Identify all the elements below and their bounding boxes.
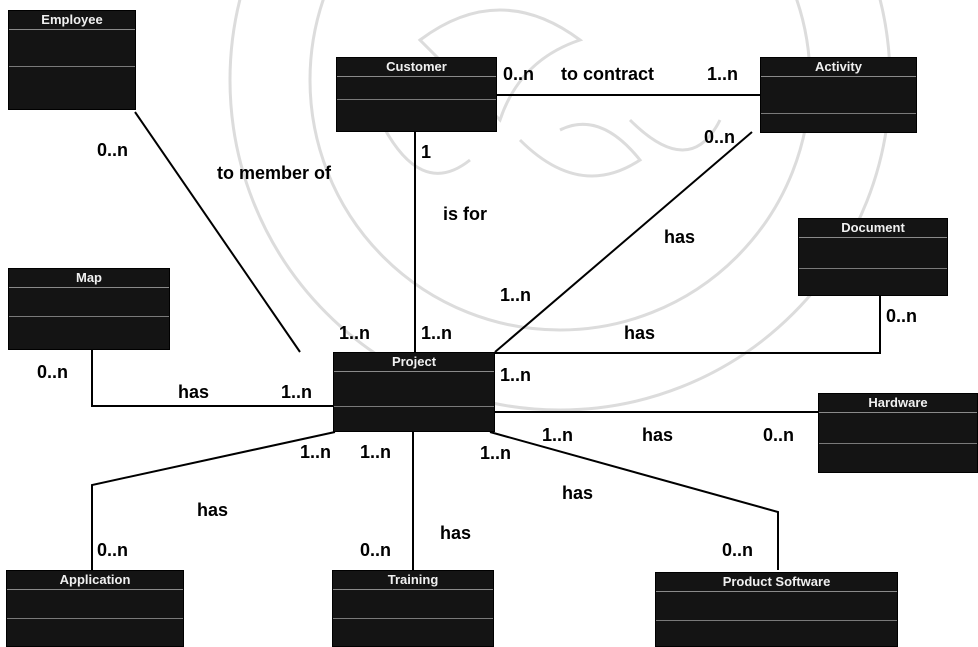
map-multiplicity: 0..n [37,362,68,382]
project-training-multiplicity: 1..n [360,442,391,462]
project-hardware-multiplicity: 1..n [542,425,573,445]
activity-contract-multiplicity: 1..n [707,64,738,84]
application-multiplicity: 0..n [97,540,128,560]
project-product-multiplicity: 1..n [480,443,511,463]
customer-class: Customer [336,57,497,132]
project-class: Project [333,352,495,432]
has-product-label: has [562,483,593,503]
employee-multiplicity: 0..n [97,140,128,160]
project-document-multiplicity: 1..n [500,365,531,385]
training-class-title: Training [333,571,493,590]
activity-class-title: Activity [761,58,916,77]
application-class: Application [6,570,184,647]
has-training-label: has [440,523,471,543]
has-document-label: has [624,323,655,343]
project-employee-multiplicity: 1..n [339,323,370,343]
product-software-class: Product Software [655,572,898,647]
hardware-multiplicity: 0..n [763,425,794,445]
has-activity-label: has [664,227,695,247]
has-application-label: has [197,500,228,520]
hardware-class: Hardware [818,393,978,473]
map-class: Map [8,268,170,350]
hardware-class-title: Hardware [819,394,977,413]
document-project-line [495,296,880,353]
document-class: Document [798,218,948,296]
to-contract-label: to contract [561,64,654,84]
customer-contract-multiplicity: 0..n [503,64,534,84]
activity-class: Activity [760,57,917,133]
project-map-multiplicity: 1..n [281,382,312,402]
has-hardware-label: has [642,425,673,445]
has-map-label: has [178,382,209,402]
product-software-class-title: Product Software [656,573,897,592]
customer-class-title: Customer [337,58,496,77]
document-multiplicity: 0..n [886,306,917,326]
training-multiplicity: 0..n [360,540,391,560]
document-class-title: Document [799,219,947,238]
application-class-title: Application [7,571,183,590]
customer-project-multiplicity: 1 [421,142,431,162]
employee-class-title: Employee [9,11,135,30]
to-member-of-label: to member of [217,163,331,183]
project-activity-multiplicity: 1..n [500,285,531,305]
project-customer-multiplicity: 1..n [421,323,452,343]
product-multiplicity: 0..n [722,540,753,560]
training-class: Training [332,570,494,647]
project-application-multiplicity: 1..n [300,442,331,462]
employee-class: Employee [8,10,136,110]
activity-project-multiplicity: 0..n [704,127,735,147]
map-class-title: Map [9,269,169,288]
activity-project-line [495,132,752,352]
project-class-title: Project [334,353,494,372]
is-for-label: is for [443,204,487,224]
